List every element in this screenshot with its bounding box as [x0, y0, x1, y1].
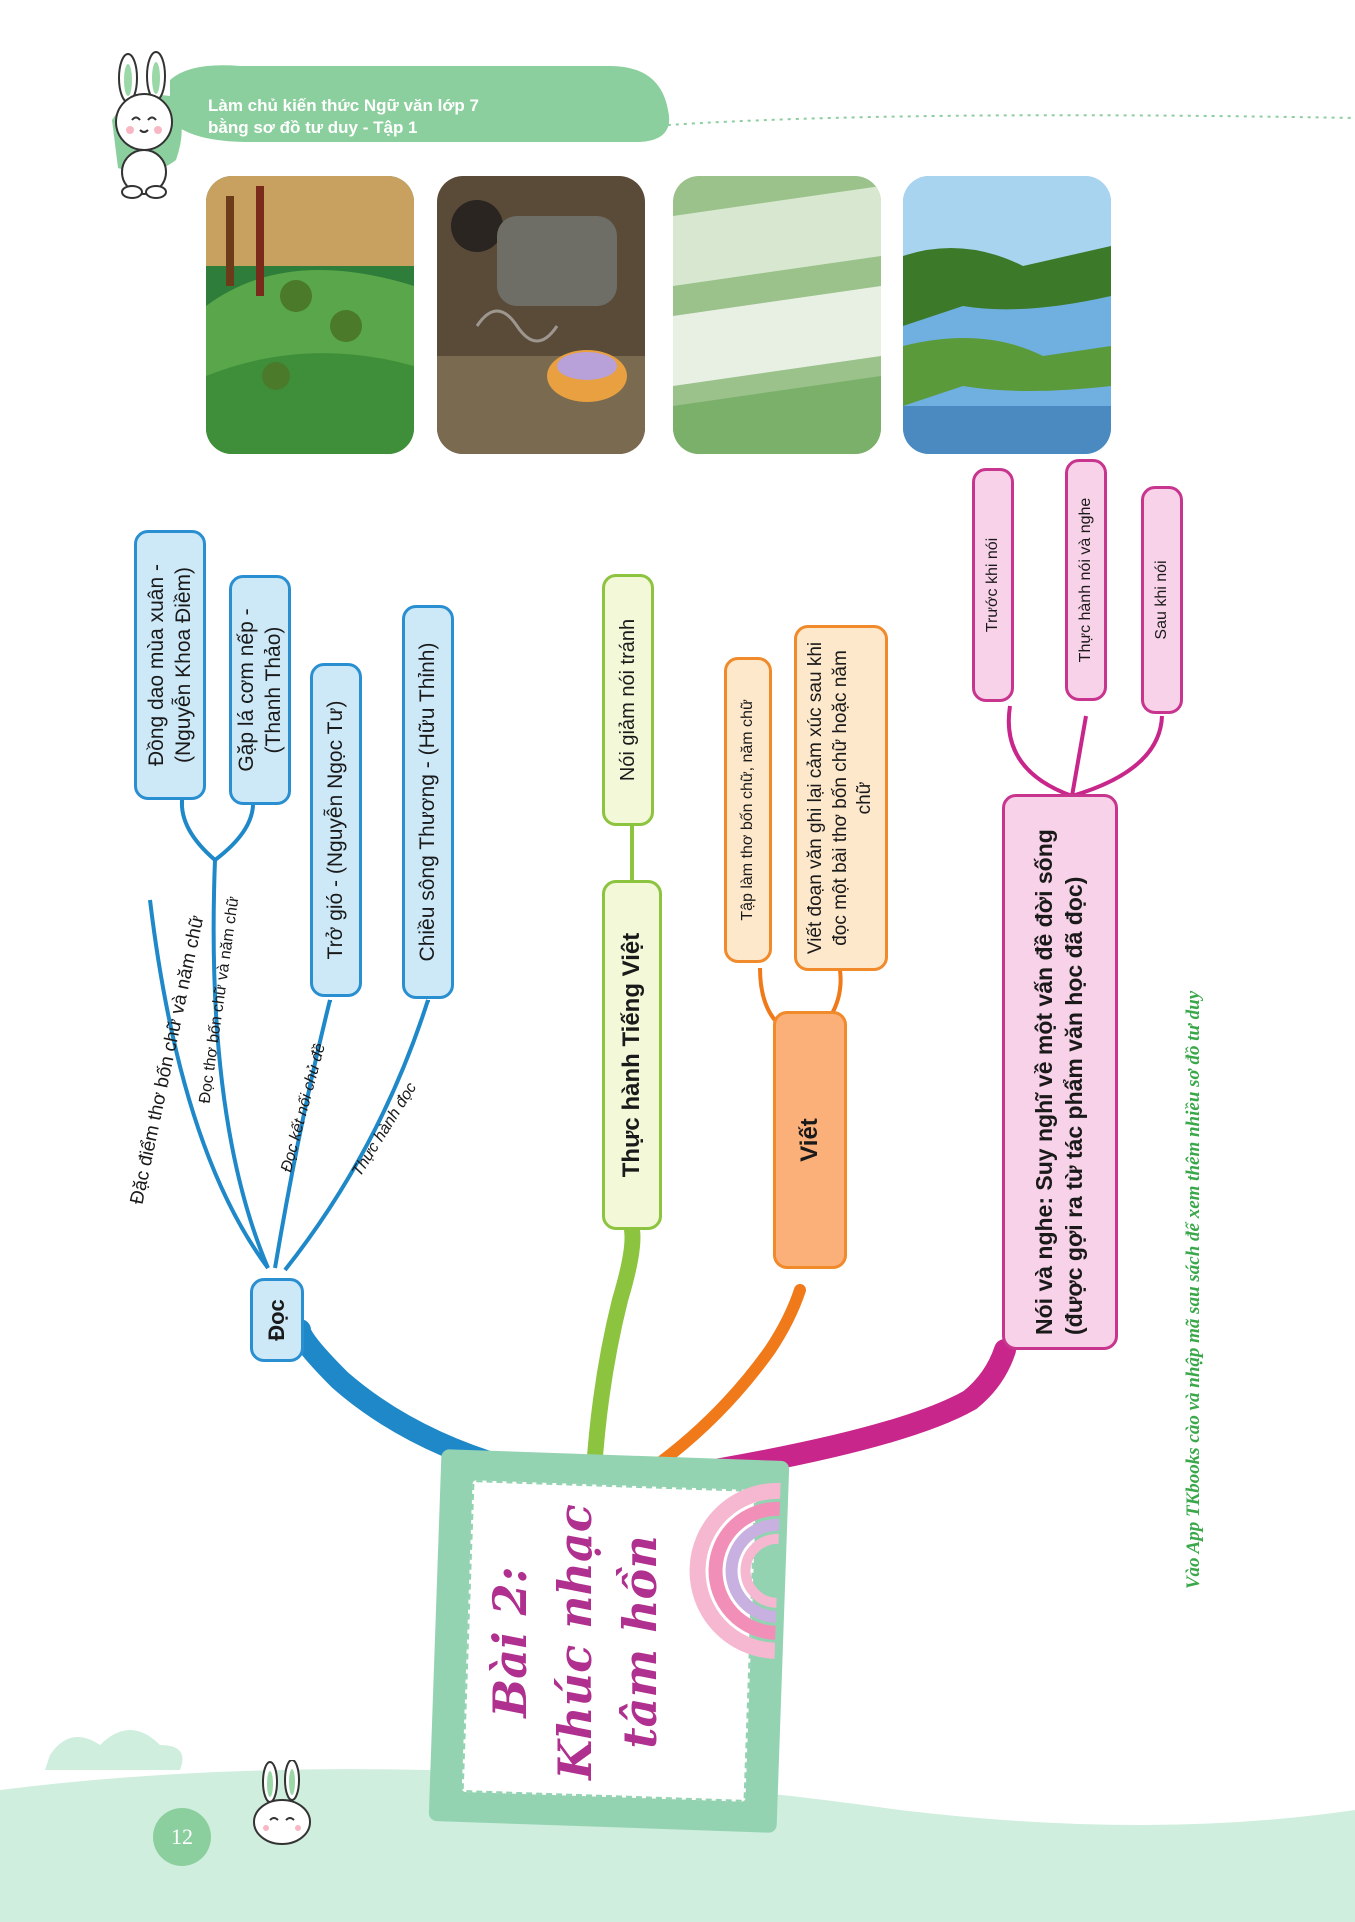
photo-soldiers: [206, 176, 414, 454]
doc-item-2: Gặp lá cơm nếp - (Thanh Thảo): [229, 575, 291, 805]
noi-nghe-item-2: Thực hành nói và nghe: [1065, 459, 1107, 701]
header-title-line2: bằng sơ đồ tư duy - Tập 1: [208, 118, 418, 137]
viet-item-2: Viết đoạn văn ghi lại cảm xúc sau khi đọ…: [794, 625, 888, 971]
noi-nghe-item-3: Sau khi nói: [1141, 486, 1183, 714]
header-title-line1: Làm chủ kiến thức Ngữ văn lớp 7: [208, 96, 479, 115]
bottom-hills: [0, 1730, 1355, 1922]
page-number: 12: [153, 1808, 211, 1866]
center-title-line1: Bài 2:: [483, 1566, 537, 1718]
center-title-line3: tâm hồn: [613, 1535, 667, 1749]
viet-item-1: Tập làm thơ bốn chữ, năm chữ: [724, 657, 772, 963]
center-title-line2: Khúc nhạc: [548, 1504, 602, 1780]
tieng-viet-item-1: Nói giảm nói tránh: [602, 574, 654, 826]
rabbit-mascot-icon: [115, 51, 173, 199]
photo-cooking: [437, 176, 645, 454]
side-note: Vào App TKbooks cào và nhập mã sau sách …: [1183, 990, 1204, 1590]
photo-river: [903, 176, 1111, 454]
noi-nghe-node: Nói và nghe: Suy nghĩ về một vấn đề đời …: [1002, 794, 1118, 1350]
doc-item-1: Đồng dao mùa xuân - (Nguyễn Khoa Điềm): [134, 530, 206, 800]
viet-node: Viết: [773, 1011, 847, 1269]
doc-item-3: Trở gió - (Nguyễn Ngọc Tư): [310, 663, 362, 997]
doc-node: Đọc: [250, 1278, 304, 1362]
center-card: [428, 1449, 790, 1833]
photo-grass-wind: [673, 176, 881, 454]
noi-nghe-item-1: Trước khi nói: [972, 468, 1014, 702]
rabbit-bottom-icon: [253, 1760, 311, 1845]
doc-item-4: Chiều sông Thương - (Hữu Thỉnh): [402, 605, 454, 999]
rainbow-decoration-icon: [689, 1482, 781, 1659]
tieng-viet-node: Thực hành Tiếng Việt: [602, 880, 662, 1230]
